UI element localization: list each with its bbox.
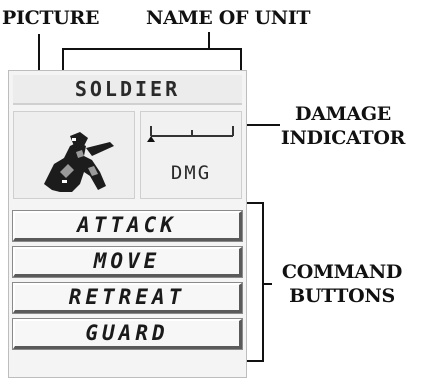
soldier-portrait-icon: [14, 112, 134, 198]
move-button[interactable]: MOVE: [13, 247, 242, 277]
unit-name-bracket-right: [240, 48, 242, 72]
unit-portrait: [13, 111, 135, 199]
command-bracket-vertical: [262, 202, 264, 362]
unit-name-bracket-left: [62, 48, 64, 72]
command-leader-line: [262, 283, 272, 285]
damage-indicator-callout: DAMAGE INDICATOR: [268, 102, 418, 150]
damage-callout-line1: DAMAGE: [268, 102, 418, 126]
damage-scale: [141, 112, 241, 158]
damage-label: DMG: [141, 162, 241, 184]
command-callout-line1: COMMAND: [266, 260, 418, 284]
retreat-button[interactable]: RETREAT: [13, 283, 242, 313]
attack-button[interactable]: ATTACK: [13, 211, 242, 241]
command-bracket-top: [247, 202, 264, 204]
unit-panel: SOLDIER DMG: [8, 70, 247, 378]
unit-name-bracket-top: [62, 48, 242, 50]
unit-name-bracket-stem: [208, 32, 210, 49]
command-callout-line2: BUTTONS: [266, 284, 418, 308]
unit-name-label: SOLDIER: [13, 75, 242, 105]
guard-button[interactable]: GUARD: [13, 319, 242, 349]
damage-indicator: DMG: [140, 111, 242, 199]
command-bracket-bottom: [247, 360, 264, 362]
damage-callout-line2: INDICATOR: [268, 126, 418, 150]
picture-callout: PICTURE: [2, 6, 99, 30]
command-buttons-callout: COMMAND BUTTONS: [266, 260, 418, 308]
unit-name-callout: NAME OF UNIT: [146, 6, 310, 30]
